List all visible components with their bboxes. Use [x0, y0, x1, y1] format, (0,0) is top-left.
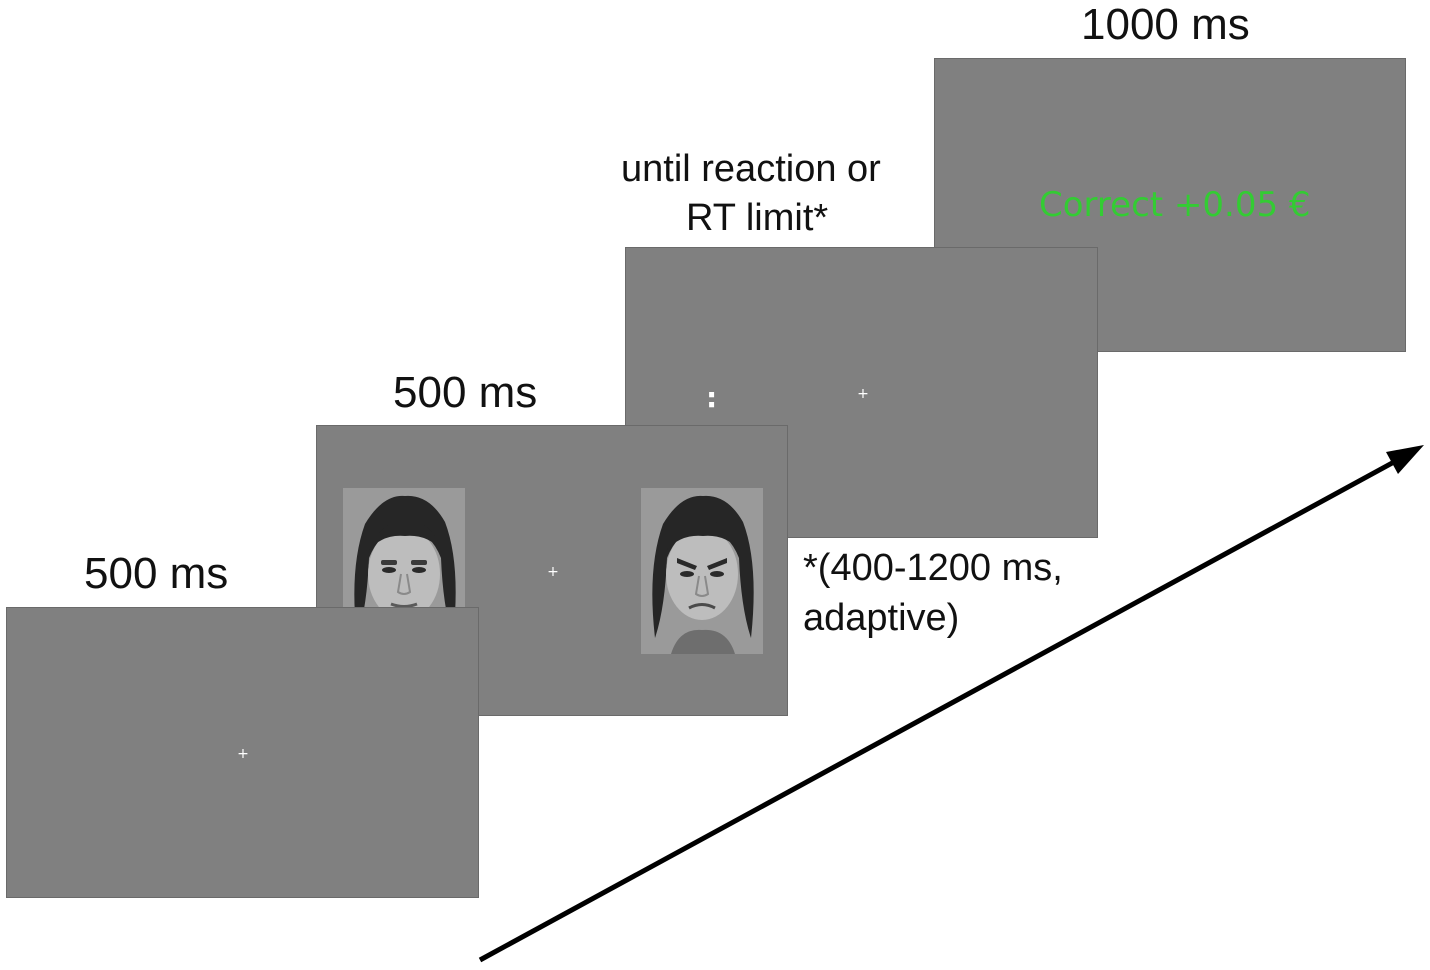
response-cue-icon: :	[706, 381, 718, 414]
rt-limit-footnote-line1: *(400-1200 ms,	[803, 547, 1063, 589]
fixation-duration-label: 500 ms	[84, 549, 229, 598]
fixation-cross-icon: +	[237, 746, 249, 762]
fixation-cross-icon: +	[857, 386, 869, 402]
rt-limit-footnote-line2: adaptive)	[803, 597, 960, 639]
feedback-duration-label: 1000 ms	[1081, 0, 1250, 49]
feedback-text: Correct +0.05 €	[1039, 185, 1311, 225]
response-duration-label-line1: until reaction or	[621, 148, 881, 190]
faces-duration-label: 500 ms	[393, 368, 538, 417]
fixation-screen: +	[6, 607, 479, 898]
fixation-cross-icon: +	[547, 564, 559, 580]
response-duration-label-line2: RT limit*	[686, 197, 829, 239]
angry-face-photo-icon	[641, 488, 763, 654]
